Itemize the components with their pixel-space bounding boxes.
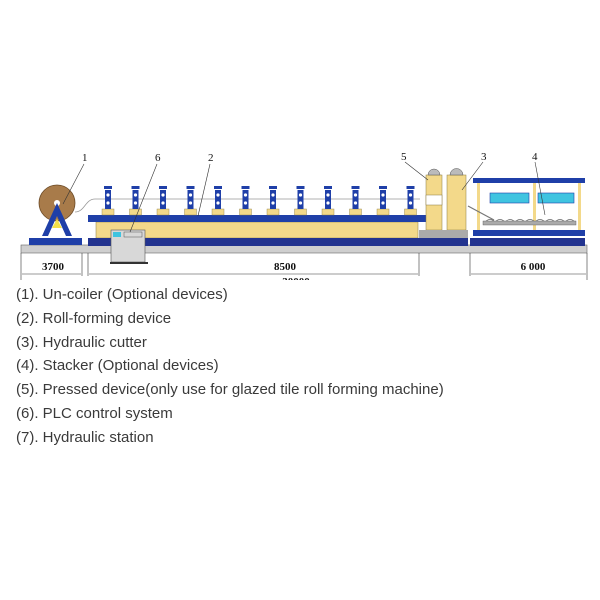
callout-1: 1 [82, 152, 88, 164]
roller-stand [376, 186, 390, 216]
legend-item-hydraulic-cutter: (3). Hydraulic cutter [16, 333, 147, 351]
callout-5: 5 [401, 151, 407, 163]
roller-stand [321, 186, 335, 216]
stacker [467, 178, 585, 246]
legend-item-uncoiler: (1). Un-coiler (Optional devices) [16, 286, 228, 303]
callout-4: 4 [532, 151, 538, 163]
callout-2: 2 [208, 152, 214, 164]
roller-stand [404, 186, 417, 216]
plc-control-box [110, 229, 148, 264]
uncoiler [29, 184, 82, 245]
pressed-device [425, 168, 443, 231]
roller-stand [184, 186, 197, 216]
roller-stand [294, 186, 307, 216]
callout-3: 3 [481, 151, 487, 163]
cutter-base [419, 230, 468, 238]
dimension-uncoiler: 3700 [42, 261, 65, 273]
roll-forming-line-diagram: 1 6 2 5 3 4 3700 8500 6 000 30000 [20, 151, 588, 280]
dimension-roll-forming: 8500 [274, 261, 297, 273]
callout-6: 6 [155, 152, 161, 164]
legend-item-roll-forming: (2). Roll-forming device [16, 309, 172, 327]
legend-item-hydraulic-station: (7). Hydraulic station [16, 428, 154, 446]
roller-stand [156, 186, 170, 216]
roller-stand [211, 186, 225, 216]
component-legend: (1). Un-coiler (Optional devices) (2). R… [16, 283, 444, 450]
roller-stand [129, 186, 142, 216]
ground-strip [20, 244, 588, 254]
hydraulic-cutter [446, 168, 467, 231]
roller-stands [101, 186, 417, 216]
callout-leaders [62, 161, 546, 233]
roller-stand [266, 186, 280, 216]
dimension-stacker: 6 000 [521, 261, 546, 273]
dimension-total: 30000 [282, 276, 310, 280]
roll-forming-bed [88, 215, 468, 246]
roller-stand [349, 186, 362, 216]
legend-item-stacker: (4). Stacker (Optional devices) [16, 357, 219, 375]
legend-item-plc: (6). PLC control system [16, 404, 173, 422]
legend-item-pressed-device: (5). Pressed device(only use for glazed … [16, 381, 444, 399]
roller-stand [101, 186, 115, 216]
dimension-lines [20, 253, 588, 280]
steel-strip [74, 198, 420, 213]
roller-stand [239, 186, 252, 216]
